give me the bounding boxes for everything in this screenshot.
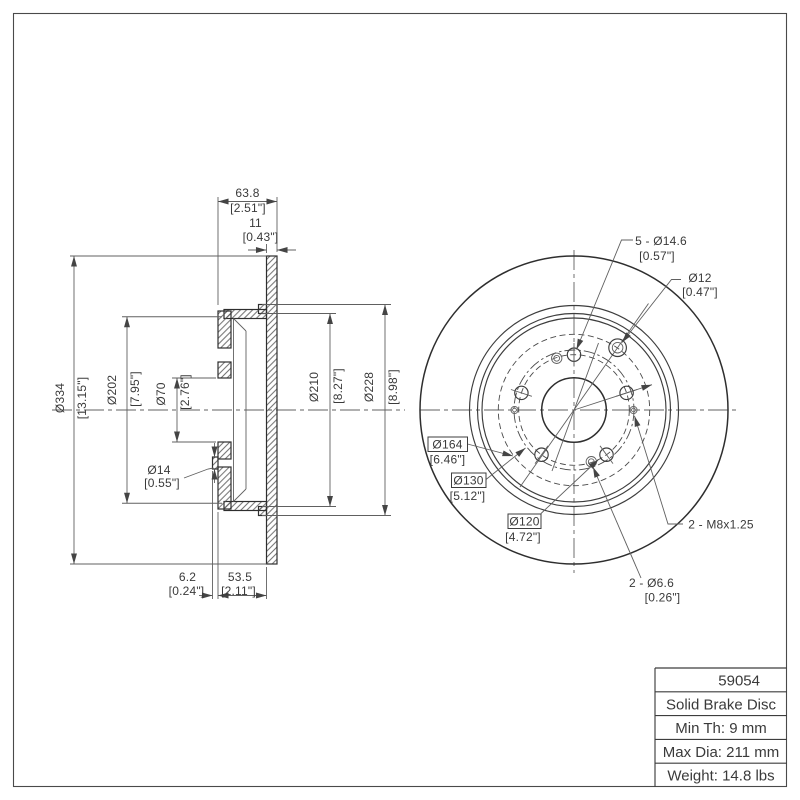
label-bc130-in: [5.12"] (450, 489, 486, 503)
dim-hole14-mm: Ø14 (147, 463, 170, 477)
min-thickness: Min Th: 9 mm (675, 720, 766, 737)
front-view: 5 - Ø14.6 [0.57"] Ø12 [0.47"] Ø164 [6.46… (419, 234, 754, 605)
center-bore-circle (540, 376, 608, 444)
dim-bore-dia-in: [2.76"] (178, 374, 192, 410)
weight: Weight: 14.8 lbs (667, 768, 774, 785)
dim-total-width-mm: 63.8 (235, 186, 259, 200)
dim-outer-dia-mm: Ø334 (53, 383, 67, 413)
part-number: 59054 (718, 673, 760, 690)
section-view: 63.8 [2.51"] 11 [0.43"] Ø334 [13.15"] Ø2… (52, 186, 405, 599)
dim-plate-thickness-mm: 11 (249, 216, 262, 230)
label-bc120-in: [4.72"] (505, 530, 541, 544)
label-bc130: Ø130 (453, 474, 483, 488)
dim-bore-dia-mm: Ø70 (154, 382, 168, 405)
dim-hat-depth-mm: 53.5 (228, 570, 252, 584)
dimension-lines (71, 198, 388, 599)
dim-pilot-offset-mm: 6.2 (179, 570, 196, 584)
label-bc164: Ø164 (432, 438, 462, 452)
label-m8: 2 - M8x1.25 (688, 518, 754, 532)
leader-lines (467, 239, 683, 579)
callout-box-164 (427, 436, 468, 452)
product-type: Solid Brake Disc (666, 696, 777, 713)
dim-228-mm: Ø228 (362, 372, 376, 402)
outer-diameter-circle (419, 255, 729, 565)
circle-210 (476, 312, 672, 508)
hole-12 (608, 338, 627, 358)
dim-228-in: [8.98"] (386, 369, 400, 405)
page-border (12, 12, 788, 788)
dim-hat-dia-in: [7.95"] (128, 371, 142, 407)
dim-hat-dia-mm: Ø202 (105, 375, 119, 405)
hat-interior-edges (233, 318, 247, 502)
dim-plate-thickness-in: [0.43"] (243, 230, 279, 244)
dim-total-width-in: [2.51"] (230, 201, 266, 215)
title-block: 59054 Solid Brake Disc Min Th: 9 mm Max … (654, 667, 787, 787)
label-hole12-in: [0.47"] (682, 285, 718, 299)
extension-lines (70, 197, 391, 599)
label-bc120: Ø120 (509, 515, 539, 529)
label-hole66: 2 - Ø6.6 (629, 576, 674, 590)
circle-228 (468, 304, 680, 516)
disc-plate-section (265, 255, 278, 565)
dim-210-in: [8.27"] (331, 368, 345, 404)
m8-threaded-holes (510, 405, 638, 415)
dim-pilot-offset-in: [0.24"] (169, 584, 205, 598)
circle-202 (481, 317, 667, 503)
dim-outer-dia-in: [13.15"] (75, 377, 89, 420)
hat-flange-section (217, 310, 232, 349)
callout-box-130 (451, 472, 487, 488)
callout-box-120 (507, 513, 542, 529)
max-diameter: Max Dia: 211 mm (663, 744, 779, 761)
dim-hat-depth-in: [2.11"] (221, 584, 256, 598)
dim-hole14-in: [0.55"] (144, 476, 180, 490)
label-bc164-in: [6.46"] (430, 453, 466, 467)
pilot-boss-section (211, 456, 219, 470)
circle-164-dashed (497, 333, 651, 487)
lug-holes (510, 343, 638, 464)
section-cut-material (211, 255, 278, 565)
dim-210-mm: Ø210 (307, 372, 321, 402)
front-view-labels: 5 - Ø14.6 [0.57"] Ø12 [0.47"] Ø164 [6.46… (430, 234, 754, 605)
label-lug-holes-in: [0.57"] (639, 249, 675, 263)
section-dim-labels: 63.8 [2.51"] 11 [0.43"] Ø334 [13.15"] Ø2… (53, 186, 400, 598)
label-hole66-in: [0.26"] (645, 591, 681, 605)
label-hole12: Ø12 (688, 271, 711, 285)
label-lug-holes: 5 - Ø14.6 (635, 234, 687, 248)
